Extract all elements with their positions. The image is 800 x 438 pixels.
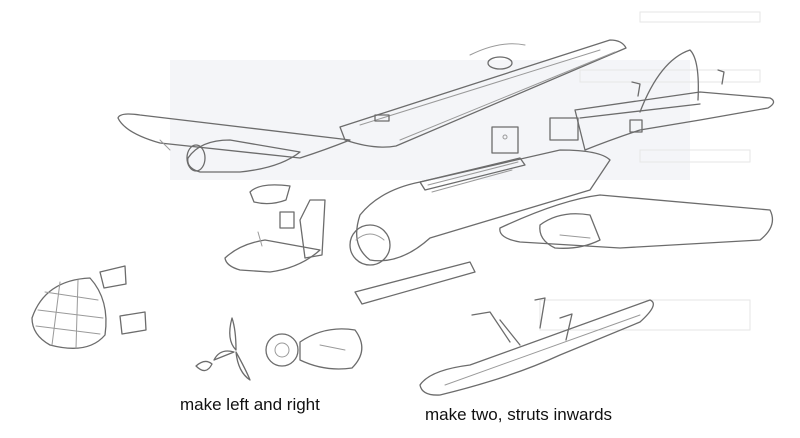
cockpit-parts bbox=[224, 184, 326, 273]
right-wing-with-nacelle bbox=[499, 194, 774, 249]
left-wing-with-nacelle bbox=[117, 113, 351, 173]
rear-fuselage-and-tail bbox=[491, 49, 775, 154]
float-parts bbox=[354, 261, 654, 396]
center-fuselage bbox=[349, 149, 611, 266]
note-make-left-and-right: make left and right bbox=[180, 395, 320, 414]
propeller-engine-cowling bbox=[195, 317, 363, 381]
note-make-two-struts-inwards: make two, struts inwards bbox=[425, 405, 613, 424]
paper-ghosting bbox=[170, 11, 761, 331]
main-wing-upper bbox=[339, 39, 627, 148]
canopy-frame bbox=[31, 265, 147, 349]
